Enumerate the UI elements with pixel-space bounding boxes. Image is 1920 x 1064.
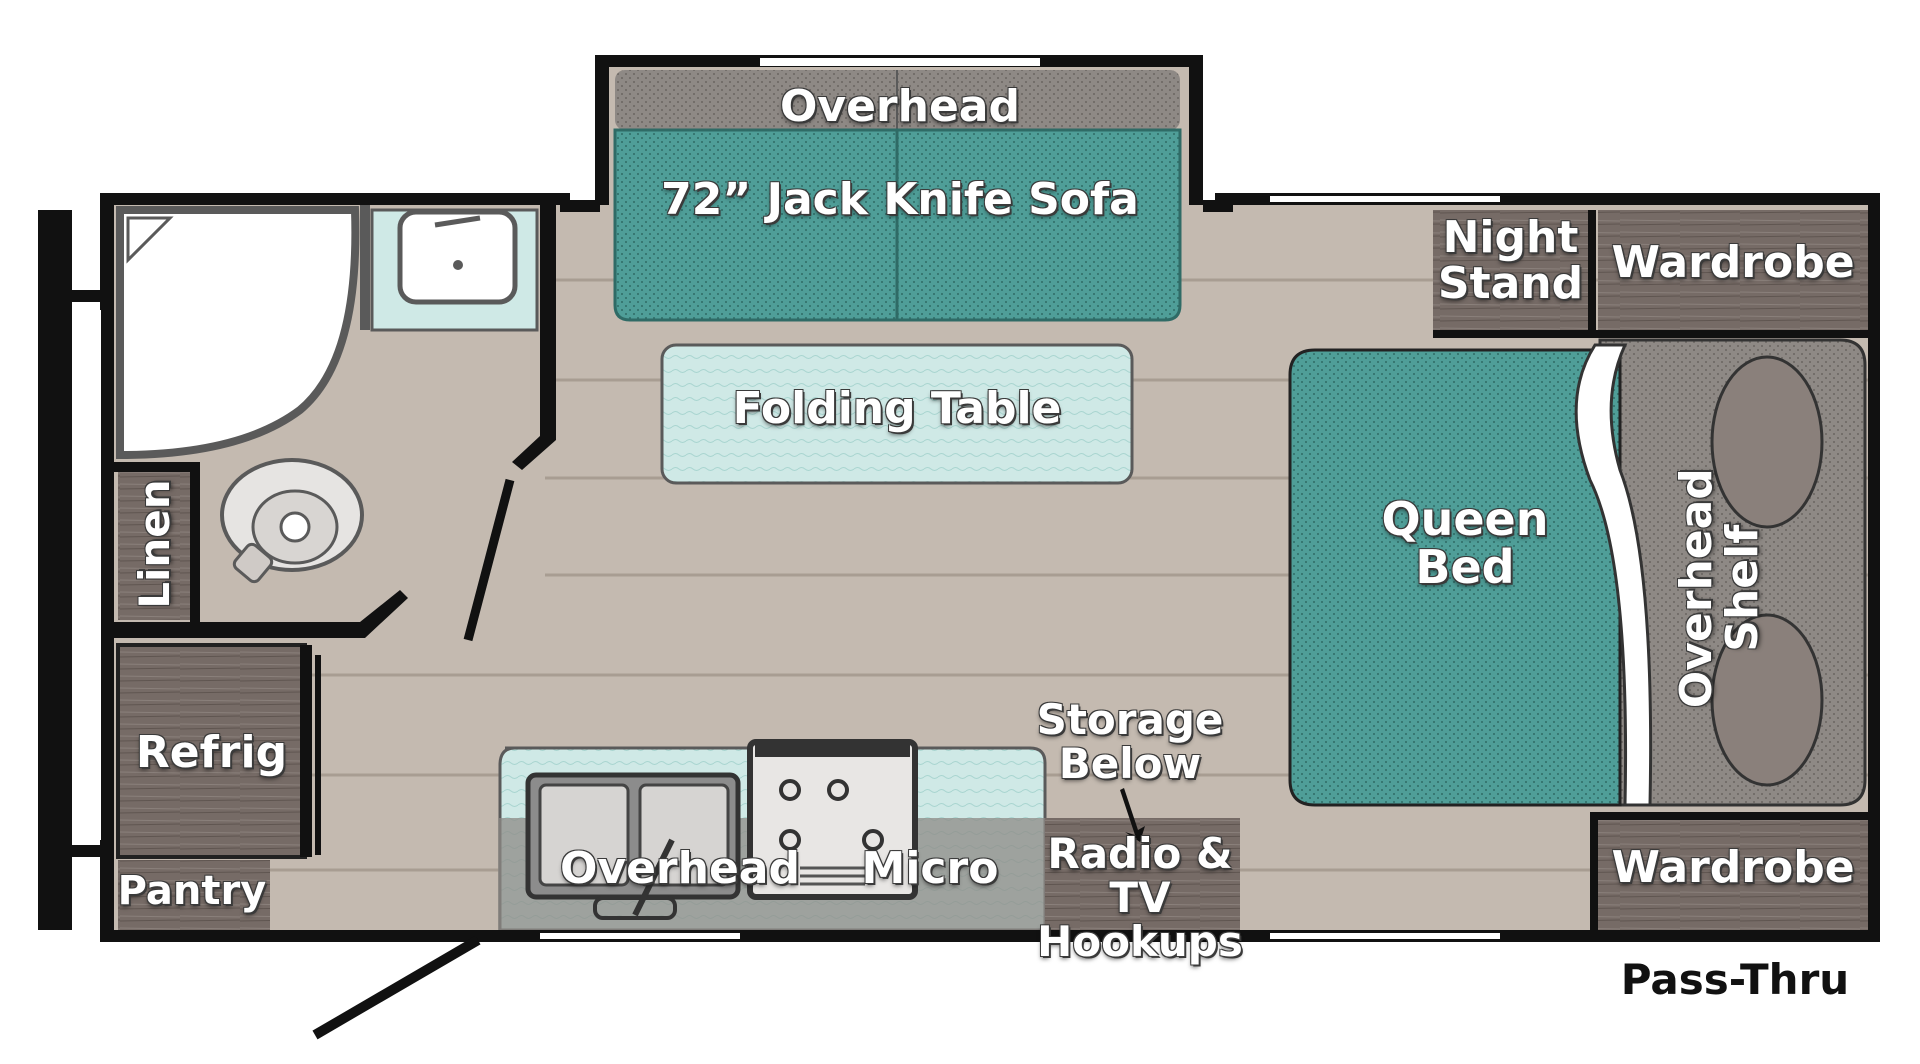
pantry-label: Pantry xyxy=(117,868,267,914)
storage-arrow xyxy=(1120,788,1145,842)
bathroom-sink xyxy=(397,209,518,305)
micro-label: Micro xyxy=(861,843,999,894)
linen-cabinet xyxy=(118,470,193,620)
windows xyxy=(75,196,1500,939)
storage-below-label: Storage Below xyxy=(1036,695,1224,789)
bathroom-door xyxy=(463,478,515,642)
entry-door xyxy=(312,935,481,1040)
kitchen-sink xyxy=(525,772,741,920)
toilet xyxy=(220,458,364,584)
radio-tv-label: Radio & TV Hookups xyxy=(1037,829,1243,967)
wardrobe-top-label: Wardrobe xyxy=(1611,237,1855,288)
overhead-top-label: Overhead xyxy=(780,81,1020,132)
wardrobe-top xyxy=(1598,210,1868,330)
overhead-kitchen-label: Overhead xyxy=(560,843,800,894)
linen-label: Linen xyxy=(129,479,179,609)
night-stand-label: Night Stand xyxy=(1437,212,1584,310)
wardrobe-bottom xyxy=(1598,818,1868,930)
queen-bed xyxy=(1288,348,1622,807)
pass-thru-label: Pass-Thru xyxy=(1620,955,1850,1004)
shower xyxy=(116,206,360,460)
queen-bed-label: Queen Bed xyxy=(1381,492,1549,595)
bed-pillow-fold xyxy=(1574,343,1653,807)
refrig-label: Refrig xyxy=(135,727,288,778)
sofa-label: 72” Jack Knife Sofa xyxy=(661,174,1139,225)
storage-radio-tv xyxy=(1045,818,1240,930)
wardrobe-bottom-label: Wardrobe xyxy=(1611,842,1855,893)
night-stand xyxy=(1433,210,1588,330)
folding-table-label: Folding Table xyxy=(732,383,1062,434)
pantry xyxy=(118,860,270,930)
folding-table xyxy=(660,343,1134,485)
overhead-shelf-label: Overhead Shelf xyxy=(1670,468,1768,709)
stove xyxy=(747,739,918,900)
bathroom-walls xyxy=(110,205,556,638)
